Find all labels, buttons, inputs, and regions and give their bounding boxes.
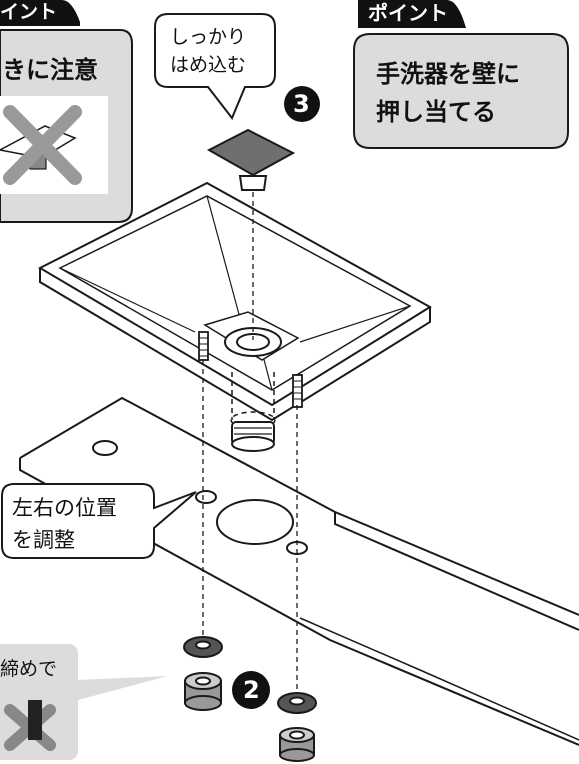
right-point-tab: ポイント <box>368 1 448 25</box>
alignment-guides <box>202 192 298 700</box>
step-3-number: 3 <box>293 90 310 118</box>
right-point-callout <box>353 0 569 149</box>
press-in-bubble <box>154 13 276 120</box>
left-point-tab: イント <box>0 1 58 23</box>
tighten-callout <box>0 644 168 760</box>
adjust-line1: 左右の位置 <box>12 496 117 520</box>
drain-fitting <box>231 421 275 452</box>
right-point-line1: 手洗器を壁に <box>376 60 520 88</box>
step-2-marker <box>232 671 270 709</box>
adjust-line2: を調整 <box>12 528 75 552</box>
washer-nut-left <box>183 636 223 711</box>
washer-nut-right <box>277 692 317 762</box>
drain-cap <box>206 128 296 191</box>
right-point-line2: 押し当てる <box>376 98 496 126</box>
left-point-callout <box>0 0 133 223</box>
left-point-title: きに注意 <box>2 56 98 84</box>
press-in-line2: はめ込む <box>170 54 247 76</box>
mounting-board <box>19 396 579 746</box>
step-2-number: 2 <box>243 676 260 704</box>
tighten-text: 締めで <box>0 658 58 680</box>
press-in-line1: しっかり <box>170 26 247 48</box>
step-3-marker <box>284 86 320 122</box>
adjust-callout <box>1 483 197 559</box>
hand-wash-basin <box>37 181 432 429</box>
